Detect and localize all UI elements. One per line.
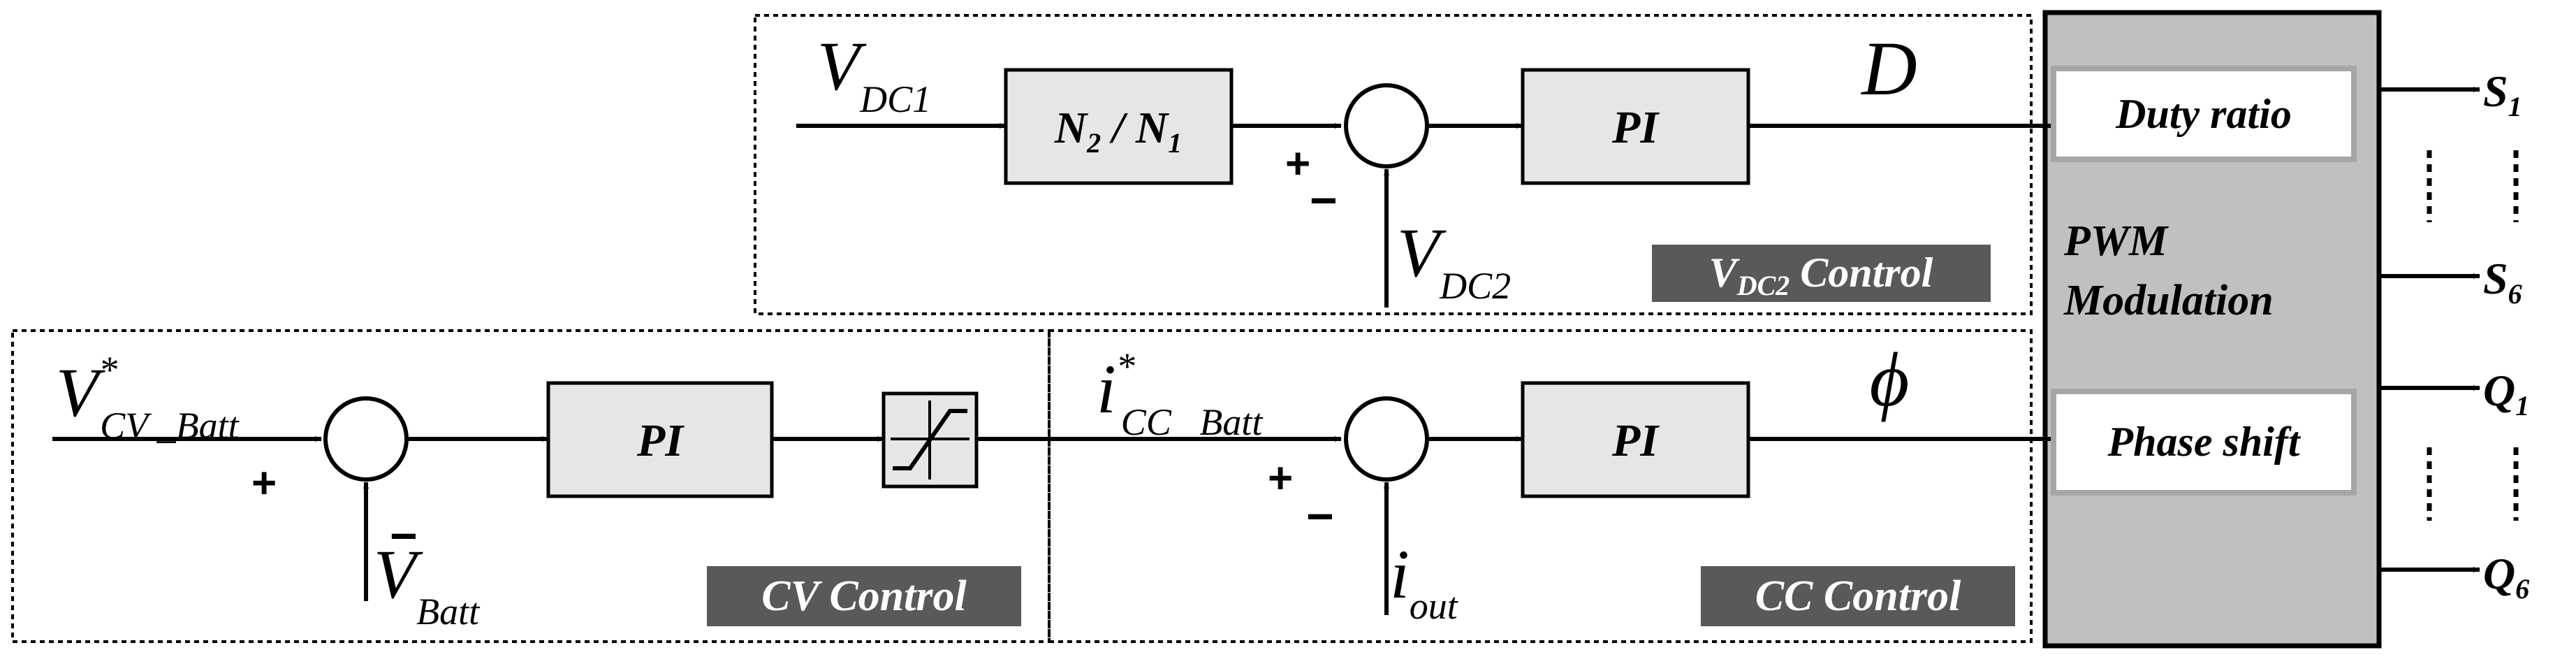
cc-reference-label: i*CC _Batt xyxy=(1097,345,1264,443)
vdc2-feedback-label: VDC2 xyxy=(1397,214,1511,307)
pwm-title-line2: Modulation xyxy=(2063,277,2274,324)
vdc2-control-frame xyxy=(754,14,2033,315)
q6-output-label: Q6 xyxy=(2483,549,2529,605)
cc-control-tag-label: CC Control xyxy=(1755,572,1961,620)
cc-summing-junction xyxy=(1344,396,1429,482)
q1-output-label: Q1 xyxy=(2483,366,2529,421)
iout-feedback-label: iout xyxy=(1390,535,1459,627)
cv-summing-junction xyxy=(323,396,409,482)
duty-ratio-label: Duty ratio xyxy=(2115,91,2292,137)
cc-pi-label: PI xyxy=(1611,415,1660,466)
phase-output-label: ϕ xyxy=(1870,337,1910,422)
vdc2-control-tag-label: VDC2 Control xyxy=(1709,250,1933,301)
cv-pi-label: PI xyxy=(636,415,685,466)
cv-minus-sign: − xyxy=(390,510,418,563)
cc-control-frame xyxy=(1048,329,2033,643)
duty-output-label: D xyxy=(1860,26,1917,111)
turns-ratio-label: N2 / N1 xyxy=(1054,103,1182,159)
phase-shift-label: Phase shift xyxy=(2107,419,2301,465)
saturation-icon xyxy=(891,400,969,479)
cv-control-tag xyxy=(707,566,1021,626)
cv-control-tag-label: CV Control xyxy=(761,572,967,620)
duty-ratio-box xyxy=(2051,66,2357,162)
vbatt-feedback-label: VBatt xyxy=(374,535,481,633)
vdc1-input-label: VDC1 xyxy=(817,27,931,120)
vdc2-pi-label: PI xyxy=(1611,102,1660,153)
cv-control-frame xyxy=(11,329,1051,643)
cc-plus-sign: + xyxy=(1268,454,1293,503)
phase-shift-box xyxy=(2051,389,2357,496)
cv-plus-sign: + xyxy=(251,459,277,507)
vdc2-plus-sign: + xyxy=(1285,140,1310,188)
cc-minus-sign: − xyxy=(1306,490,1334,543)
cc-control-tag xyxy=(1701,566,2015,626)
s6-output-label: S6 xyxy=(2483,254,2522,310)
s1-output-label: S1 xyxy=(2483,66,2522,122)
vdc2-control-tag xyxy=(1652,245,1991,302)
cv-reference-label: V*CV _Batt xyxy=(56,349,240,447)
vdc2-minus-sign: − xyxy=(1310,174,1338,227)
cc-pi-block xyxy=(1521,381,1750,498)
vdc2-summing-junction xyxy=(1344,83,1429,168)
cv-pi-block xyxy=(546,381,774,498)
pwm-title-line1: PWM xyxy=(2063,217,2169,265)
vdc2-pi-block xyxy=(1521,68,1750,185)
